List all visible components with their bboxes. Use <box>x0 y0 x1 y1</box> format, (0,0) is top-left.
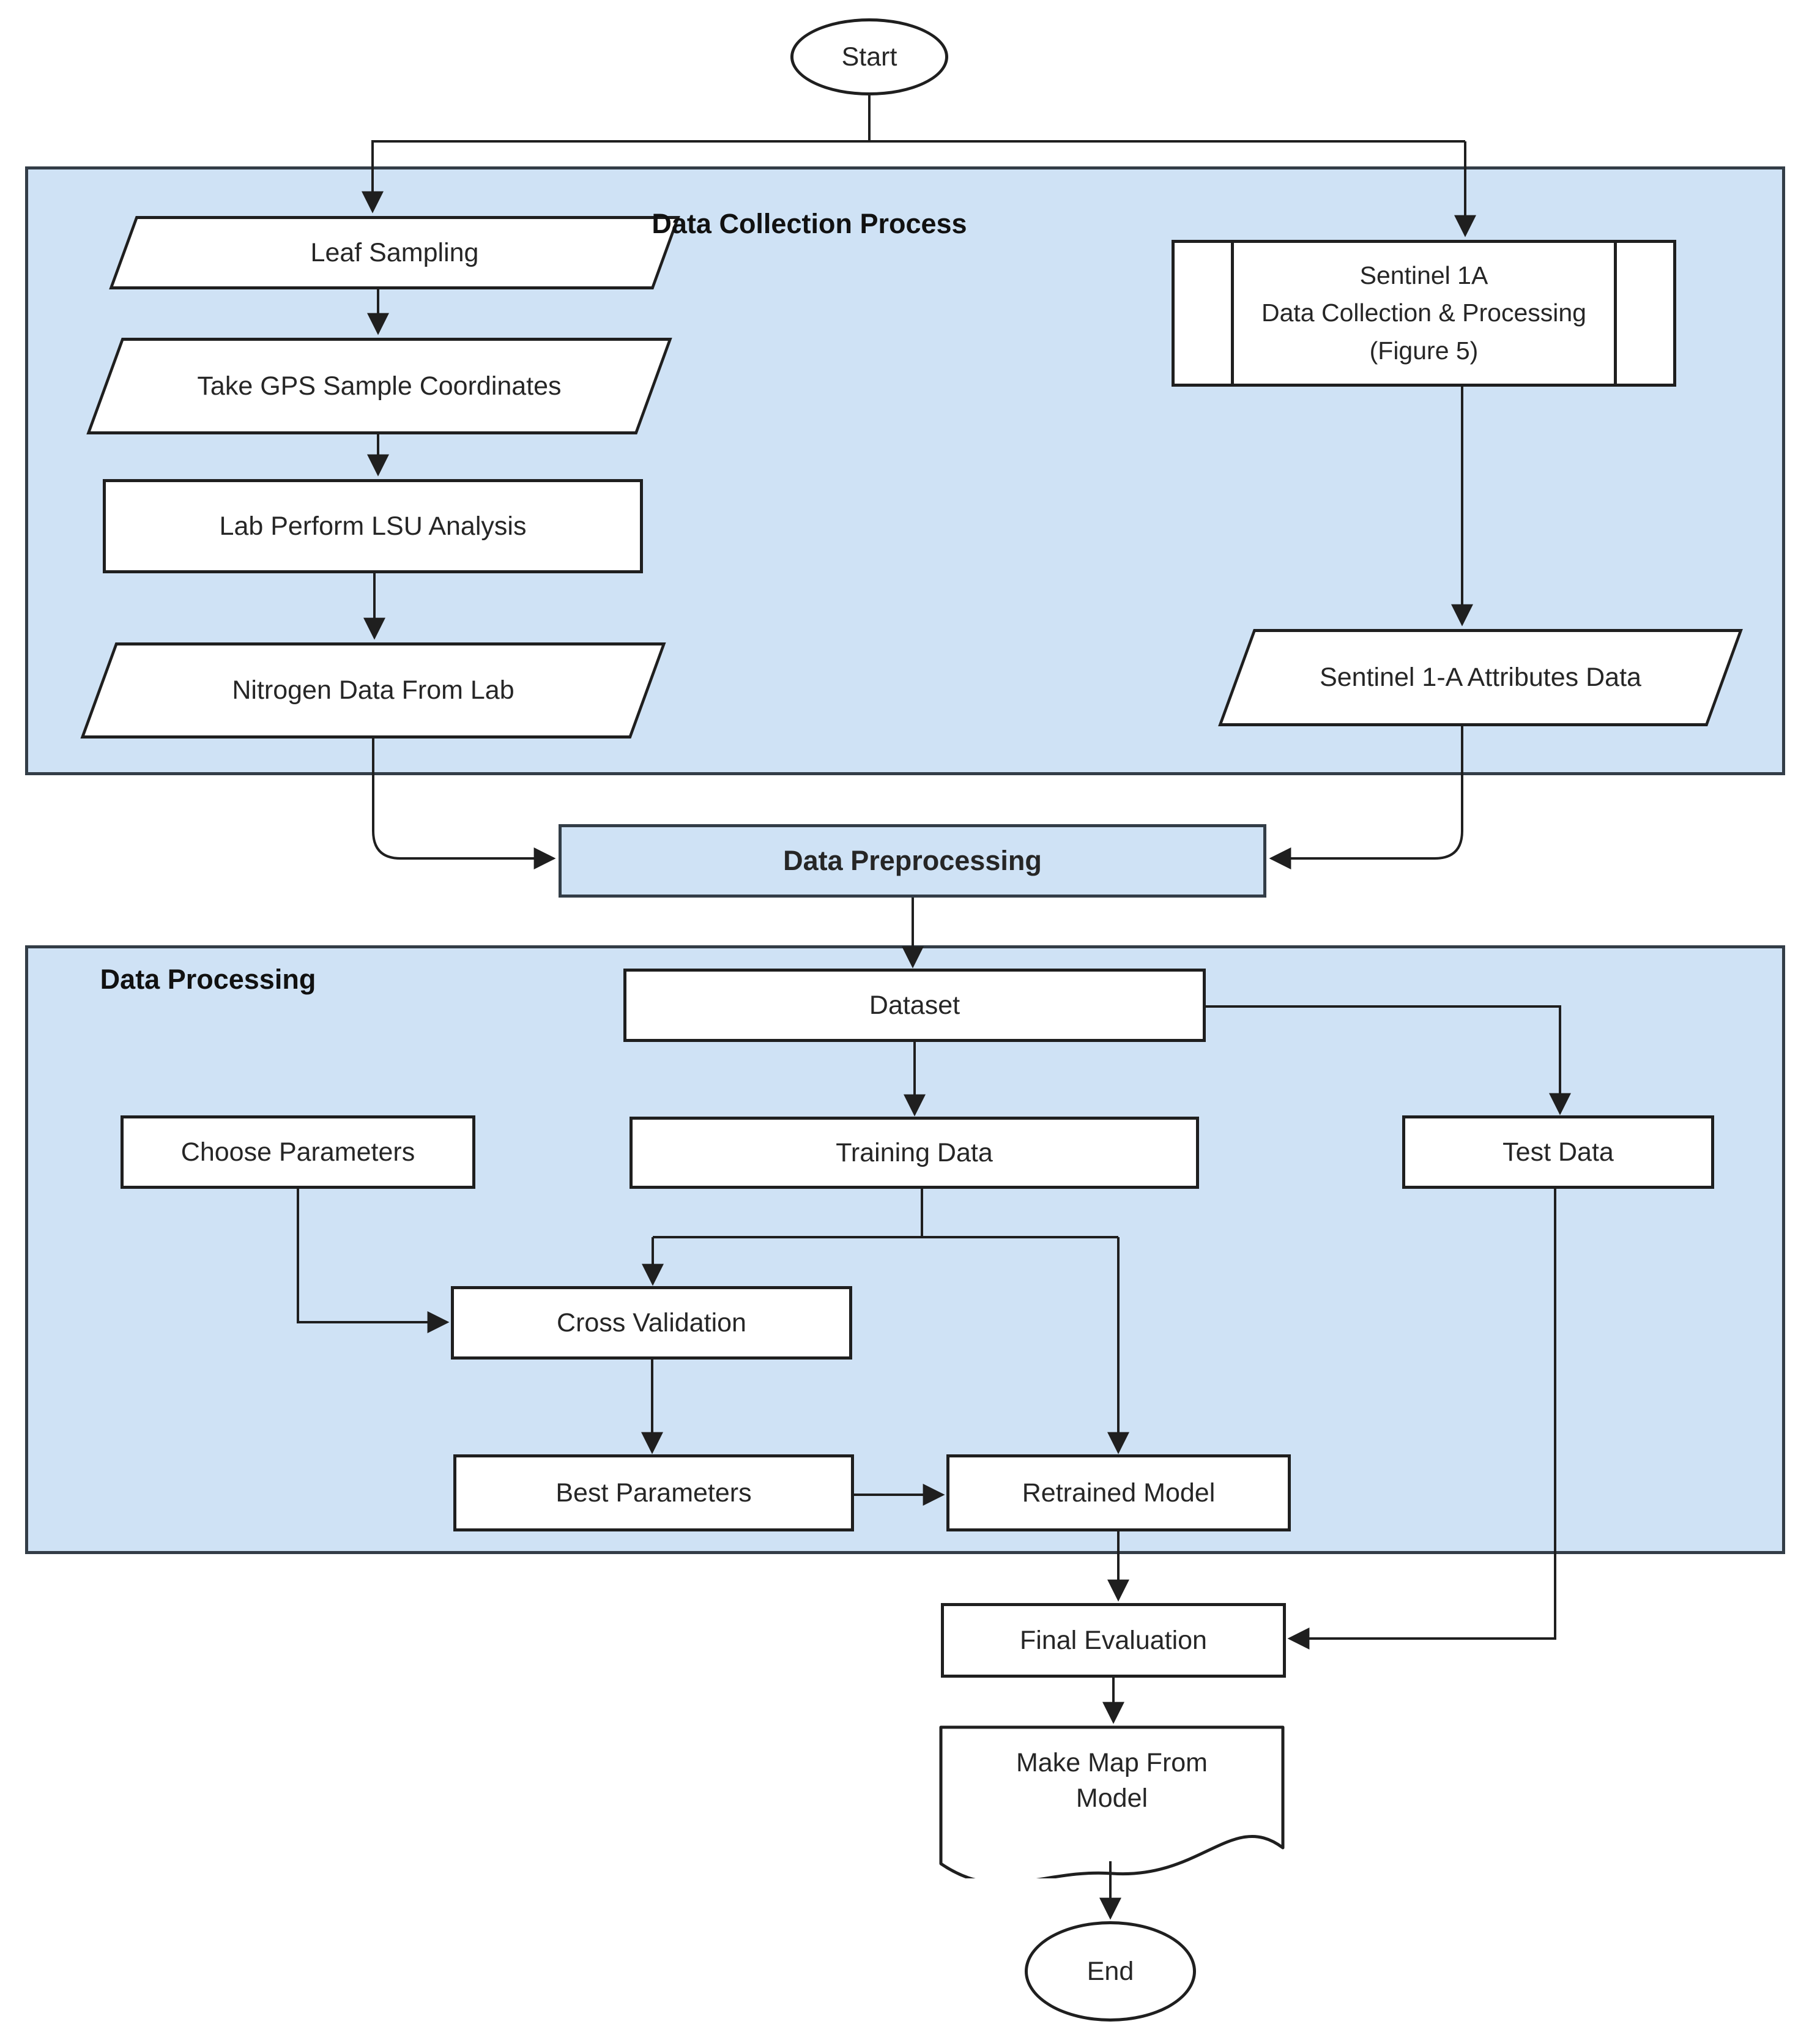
take-gps-coordinates-label: Take GPS Sample Coordinates <box>197 371 562 401</box>
test-data-label: Test Data <box>1502 1137 1614 1167</box>
sentinel-attributes-label: Sentinel 1-A Attributes Data <box>1320 663 1641 693</box>
sentinel-collection-label: Sentinel 1A Data Collection & Processing… <box>1261 261 1586 365</box>
node-retrained-model: Retrained Model <box>946 1454 1291 1531</box>
lab-lsu-analysis-label: Lab Perform LSU Analysis <box>219 511 527 541</box>
region-data-collection-title: Data Collection Process <box>652 208 967 239</box>
node-end: End <box>1025 1921 1196 2022</box>
final-evaluation-label: Final Evaluation <box>1020 1625 1207 1655</box>
node-test-data: Test Data <box>1402 1115 1714 1189</box>
best-parameters-label: Best Parameters <box>555 1478 752 1508</box>
node-lab-lsu-analysis: Lab Perform LSU Analysis <box>103 479 643 573</box>
node-choose-parameters: Choose Parameters <box>121 1115 475 1189</box>
retrained-model-label: Retrained Model <box>1022 1478 1216 1508</box>
node-data-preprocessing: Data Preprocessing <box>559 824 1266 898</box>
node-start: Start <box>790 18 948 95</box>
document-shape <box>939 1725 1285 1878</box>
node-take-gps-coordinates: Take GPS Sample Coordinates <box>86 338 672 434</box>
node-make-map: Make Map From Model <box>939 1725 1285 1878</box>
node-best-parameters: Best Parameters <box>453 1454 854 1531</box>
region-data-processing-title: Data Processing <box>100 964 316 995</box>
node-sentinel-attributes: Sentinel 1-A Attributes Data <box>1218 629 1743 726</box>
end-label: End <box>1086 1956 1134 1986</box>
nitrogen-data-label: Nitrogen Data From Lab <box>232 675 514 705</box>
node-final-evaluation: Final Evaluation <box>941 1603 1286 1678</box>
cross-validation-label: Cross Validation <box>557 1308 746 1337</box>
node-sentinel-collection: Sentinel 1A Data Collection & Processing… <box>1172 240 1676 387</box>
dataset-label: Dataset <box>869 990 960 1020</box>
training-data-label: Training Data <box>836 1137 993 1167</box>
data-preprocessing-label: Data Preprocessing <box>783 845 1042 877</box>
make-map-label: Make Map From Model <box>1016 1747 1208 1813</box>
predefined-bar-left <box>1231 243 1234 384</box>
choose-parameters-label: Choose Parameters <box>180 1137 415 1167</box>
node-cross-validation: Cross Validation <box>451 1286 852 1360</box>
node-nitrogen-data: Nitrogen Data From Lab <box>80 642 666 738</box>
node-training-data: Training Data <box>630 1117 1199 1189</box>
leaf-sampling-label: Leaf Sampling <box>310 237 479 267</box>
node-dataset: Dataset <box>623 969 1206 1042</box>
start-label: Start <box>841 42 897 72</box>
node-leaf-sampling: Leaf Sampling <box>109 216 680 289</box>
predefined-bar-right <box>1614 243 1617 384</box>
